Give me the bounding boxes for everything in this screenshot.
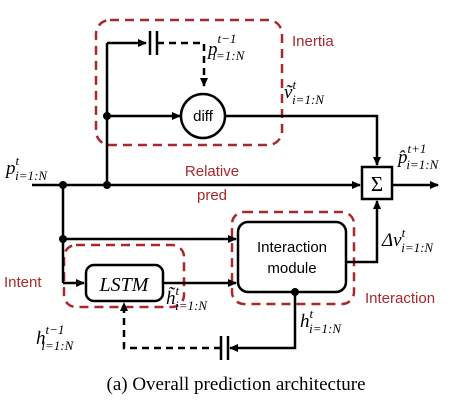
intent-title: Intent <box>4 274 42 291</box>
relative-pred-label-line2: pred <box>197 187 227 204</box>
diff-label: diff <box>193 108 214 125</box>
delay-to-diff-dashed <box>157 41 208 87</box>
sum-block: Σ <box>360 165 394 201</box>
diff-to-sum <box>225 114 381 166</box>
hidden-to-lstm-dashed <box>120 302 221 350</box>
interaction-module-line1: Interaction <box>257 239 327 256</box>
hidden-feedback <box>229 292 297 352</box>
inertia-group-box <box>94 18 284 147</box>
lstm-block: LSTM <box>84 263 165 303</box>
delay-block-inertia <box>148 31 159 55</box>
sum-symbol: Σ <box>371 172 383 196</box>
figure-caption: (a) Overall prediction architecture <box>107 374 366 395</box>
lstm-label: LSTM <box>99 274 150 296</box>
interaction-module-line2: module <box>267 260 316 277</box>
interaction-module-block: Interaction module <box>236 220 348 294</box>
inertia-title: Inertia <box>292 33 334 50</box>
relative-pred-label-line1: Relative <box>185 163 239 180</box>
delay-block-hidden <box>219 336 230 360</box>
diff-block: diff <box>179 92 227 140</box>
interaction-title: Interaction <box>365 290 435 307</box>
interaction-to-sum <box>346 200 381 264</box>
interaction-group-box <box>230 210 356 306</box>
